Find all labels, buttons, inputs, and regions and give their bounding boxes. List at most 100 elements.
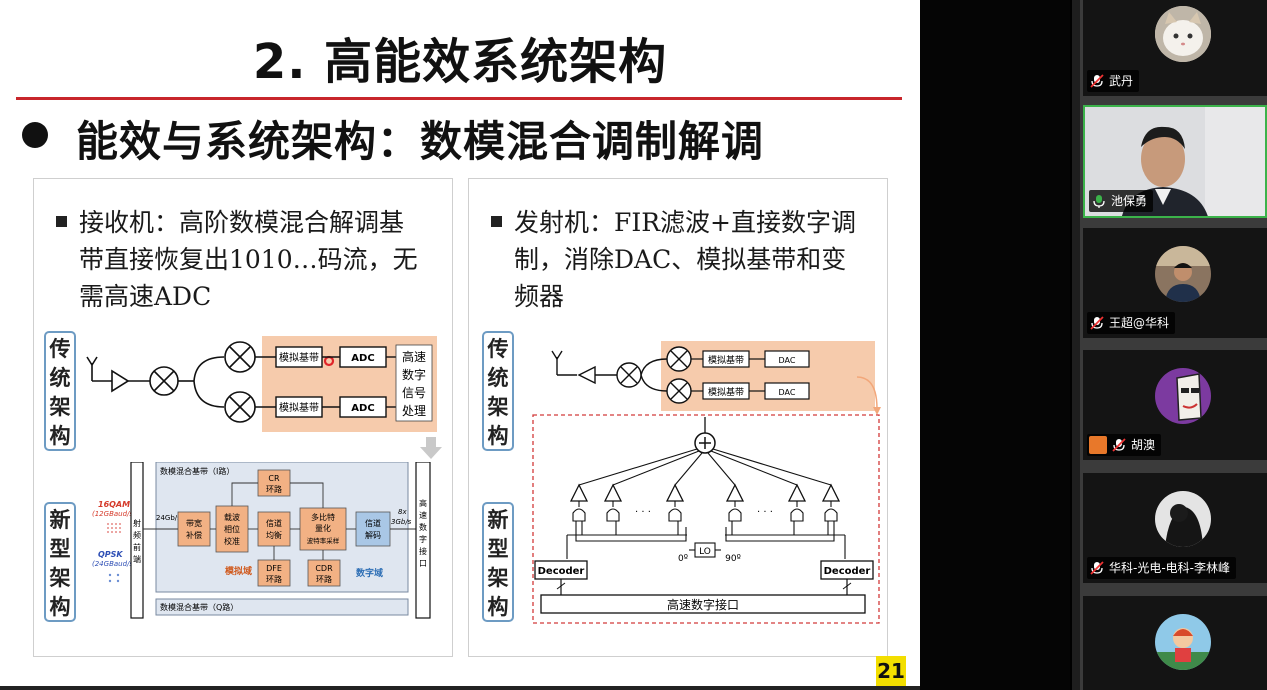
bullet-icon (22, 122, 48, 148)
host-icon (1089, 436, 1107, 454)
lna-icon (111, 369, 130, 393)
svg-text:环路: 环路 (266, 574, 282, 584)
fir-driver-array (569, 483, 841, 502)
svg-text:载波: 载波 (224, 512, 240, 522)
svg-text:波特率采样: 波特率采样 (307, 536, 340, 545)
modulation-16qam: 16QAM (98, 500, 130, 509)
summer-icon (694, 432, 716, 454)
svg-text:· · ·: · · · (757, 507, 773, 518)
svg-text:校准: 校准 (224, 536, 240, 546)
constellation-16qam-icon (107, 523, 121, 533)
analog-baseband-label: 模拟基带 (279, 401, 319, 414)
svg-text:模拟基带: 模拟基带 (708, 354, 744, 366)
svg-text:信道: 信道 (266, 518, 282, 528)
modulation-qpsk-rate: (24GBaud/s) (92, 560, 136, 568)
dsp-label-2: 数字 (402, 367, 426, 382)
q-path-box (155, 598, 409, 616)
mic-muted-icon[interactable] (1089, 560, 1105, 576)
panel-divider[interactable] (1072, 0, 1080, 690)
new-receiver-diagram: 16QAM (12GBaud/s) QPSK (24GBaud/s) 射 频 前… (92, 462, 431, 619)
svg-text:DFE: DFE (266, 564, 282, 573)
participant-tile[interactable]: 王超@华科 (1083, 228, 1267, 338)
participant-tile[interactable] (1083, 596, 1267, 690)
adc-label: ADC (351, 403, 374, 414)
mic-muted-icon[interactable] (1089, 315, 1105, 331)
adc-label: ADC (351, 353, 374, 364)
svg-text:相位: 相位 (224, 524, 240, 534)
new-arch-label: 新型架构 (482, 502, 514, 622)
receiver-panel: 接收机：高阶数模混合解调基 带直接恢复出1010…码流，无 需高速ADC 传统架… (33, 178, 453, 657)
svg-text:端: 端 (133, 554, 141, 564)
svg-text:接: 接 (419, 546, 427, 556)
svg-text:数: 数 (419, 522, 427, 532)
square-bullet-icon (491, 216, 502, 227)
svg-text:90º: 90º (725, 554, 741, 564)
mic-muted-icon[interactable] (1111, 437, 1127, 453)
transmitter-panel: 发射机：FIR滤波+直接数字调 制，消除DAC、模拟基带和变 频器 传统架构 新… (468, 178, 888, 657)
participant-name: 华科-光电-电科-李林峰 (1109, 561, 1230, 575)
dac-label: DAC (779, 388, 796, 397)
participant-panel[interactable]: 武丹 池保勇 王超@华科 (1072, 0, 1267, 690)
new-arch-text: 新型架构 (487, 508, 509, 619)
participant-tile[interactable]: 胡澳 (1083, 350, 1267, 460)
transmitter-description: 发射机：FIR滤波+直接数字调 制，消除DAC、模拟基带和变 频器 (491, 204, 856, 315)
svg-text:3Gb/s: 3Gb/s (391, 518, 412, 526)
traditional-arch-text: 传统架构 (487, 337, 509, 448)
dsp-label-3: 信号 (402, 386, 426, 400)
dac-label: DAC (779, 356, 796, 365)
modulation-qpsk: QPSK (98, 550, 123, 559)
title-divider (16, 97, 902, 100)
and-gate-array (572, 508, 838, 522)
svg-text:环路: 环路 (316, 574, 332, 584)
mixer-icon (616, 362, 642, 388)
participant-tile[interactable]: 武丹 (1083, 0, 1267, 96)
hs-digital-interface-box (540, 594, 866, 614)
svg-text:速: 速 (419, 511, 427, 520)
slide-subtitle: 能效与系统架构：数模混合调制解调 (76, 117, 765, 166)
svg-text:CDR: CDR (315, 564, 333, 573)
i-path-label: 数模混合基带（I路） (160, 466, 234, 476)
mixer-icon (666, 346, 692, 404)
svg-text:24Gb/s: 24Gb/s (156, 514, 181, 522)
constellation-qpsk-icon (108, 573, 120, 583)
modulation-16qam-rate: (12GBaud/s) (92, 510, 136, 518)
svg-text:Decoder: Decoder (824, 566, 871, 577)
antenna-icon (551, 350, 577, 376)
svg-text:8x: 8x (398, 508, 407, 516)
hs-digital-interface-label: 高速数字接口 (667, 597, 739, 612)
participant-name-tag: 王超@华科 (1087, 312, 1176, 334)
analog-baseband-label: 模拟基带 (279, 351, 319, 364)
svg-text:均衡: 均衡 (266, 530, 282, 540)
digital-domain-label: 数字域 (356, 567, 383, 579)
page-number: 21 (876, 656, 906, 686)
svg-text:前: 前 (133, 542, 141, 552)
svg-text:口: 口 (419, 559, 427, 568)
svg-text:· · ·: · · · (635, 507, 651, 518)
svg-text:带宽: 带宽 (186, 518, 202, 528)
svg-text:字: 字 (419, 534, 427, 544)
svg-text:频: 频 (133, 530, 141, 540)
svg-text:0º: 0º (678, 554, 688, 564)
new-arch-label: 新型架构 (44, 502, 76, 622)
taskbar-strip (0, 686, 920, 690)
pa-icon (577, 365, 596, 385)
mic-active-icon[interactable] (1091, 193, 1107, 209)
participant-tile-active[interactable]: 池保勇 (1083, 105, 1267, 218)
participant-name-tag: 胡澳 (1087, 434, 1162, 456)
participant-name-tag: 武丹 (1087, 70, 1140, 92)
analog-domain-label: 模拟域 (225, 565, 252, 577)
svg-text:射: 射 (133, 518, 141, 528)
participant-tile[interactable]: 华科-光电-电科-李林峰 (1083, 473, 1267, 583)
svg-text:量化: 量化 (315, 523, 331, 533)
new-arch-text: 新型架构 (49, 508, 71, 619)
blank-area (920, 0, 1070, 690)
lo-label: LO (699, 547, 711, 557)
mixer-icon (149, 366, 179, 396)
svg-text:CR: CR (268, 474, 280, 483)
participant-name: 胡澳 (1131, 438, 1156, 452)
svg-text:环路: 环路 (266, 484, 282, 494)
receiver-description: 接收机：高阶数模混合解调基 带直接恢复出1010…码流，无 需高速ADC (56, 204, 418, 315)
silhouette-icon (1155, 491, 1211, 547)
mic-muted-icon[interactable] (1089, 73, 1105, 89)
traditional-arch-text: 传统架构 (49, 337, 71, 448)
